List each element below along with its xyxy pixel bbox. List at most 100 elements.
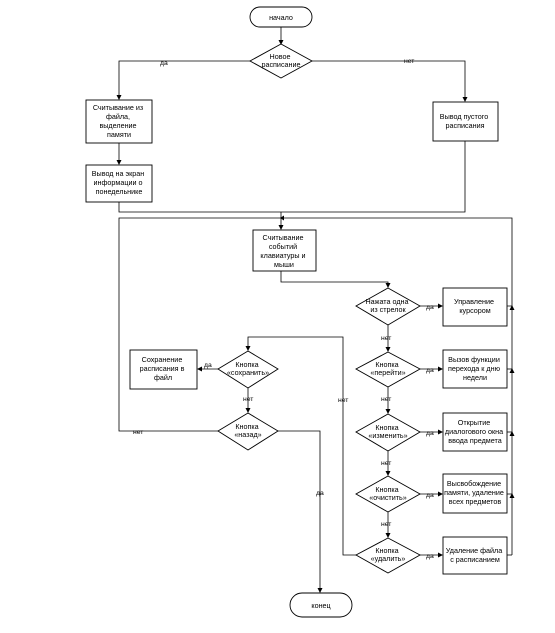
edge-events-to-arrow [280, 271, 389, 287]
decision-new-schedule: Новое расписание [249, 43, 313, 79]
arrowhead [509, 305, 515, 310]
decision-btn-delete: Кнопка «удалить» [355, 537, 421, 574]
svg-text:Кнопка «перейти»: Кнопка «перейти» [370, 360, 405, 377]
label-line: расписания в [140, 364, 185, 373]
arrowhead [385, 347, 391, 352]
process-edit-dialog: Открытие диалогового окна ввода предмета [442, 412, 508, 452]
arrowhead [197, 366, 202, 372]
label-line: памяти [107, 130, 131, 139]
svg-text:Кнопка «очистить»: Кнопка «очистить» [369, 485, 407, 502]
decision-arrow-pressed: Нажата одна из стрелок [355, 287, 421, 326]
arrowhead [509, 431, 515, 436]
process-cursor-control: Управление курсором [442, 287, 508, 327]
label-line: «сохранить» [227, 368, 269, 377]
arrowhead [245, 346, 251, 351]
arrowhead [116, 95, 122, 100]
label-line: диалогового окна [445, 427, 503, 436]
arrowhead [317, 588, 323, 593]
process-read-file: Считывание из файла, выделение памяти [85, 99, 153, 144]
svg-text:Кнопка «назад»: Кнопка «назад» [234, 422, 261, 439]
label-line: информации о [94, 178, 143, 187]
svg-text:Открытие диалогового окн: Открытие диалогового окна ввода предмета [445, 418, 505, 445]
svg-text:Управление курсором: Управление курсором [454, 297, 496, 315]
edge-loop-return [281, 217, 513, 307]
label-no: нет [133, 429, 143, 436]
label-line: Считывание из [93, 103, 144, 112]
process-free-memory: Высвобождение памяти, удаление всех пред… [442, 473, 508, 514]
label-line: Новое [270, 52, 291, 61]
svg-text:Сохранение расписания в: Сохранение расписания в файл [140, 355, 187, 382]
label-line: Высвобождение [447, 479, 501, 488]
edge-labels: да нет да нет да нет да нет да нет да не… [133, 58, 434, 560]
label-line: «назад» [234, 430, 261, 439]
label-line: понедельнике [96, 187, 143, 196]
label-line: клавиатуры и [260, 251, 305, 260]
label-line: Сохранение [142, 355, 183, 364]
svg-text:Кнопка «изменить»: Кнопка «изменить» [368, 423, 407, 440]
svg-text:Вызов функции перехода к: Вызов функции перехода к дню недели [448, 355, 502, 382]
label-line: Вывод на экран [92, 169, 144, 178]
process-delete-file: Удаление файла с расписанием [442, 536, 508, 575]
decision-btn-goto: Кнопка «перейти» [355, 351, 421, 388]
label-line: Кнопка [375, 423, 398, 432]
label-line: Кнопка [375, 485, 398, 494]
label-line: Кнопка [375, 546, 398, 555]
label-line: Управление [454, 297, 494, 306]
label-yes: да [316, 490, 324, 497]
process-empty-schedule: Вывод пустого расписания [432, 101, 499, 142]
node-end: конец [289, 592, 353, 618]
edge-back-no [118, 217, 281, 432]
arrowhead [278, 225, 284, 230]
label-line: «очистить» [369, 493, 407, 502]
edge-delete-no [247, 336, 356, 556]
label-line: Открытие [458, 418, 491, 427]
label-line: недели [463, 373, 487, 382]
edge-new-no [312, 60, 466, 101]
label-line: Считывание [262, 233, 303, 242]
node-start: начало [249, 6, 313, 28]
svg-text:Новое расписание: Новое расписание [261, 52, 300, 69]
arrowhead [438, 491, 443, 497]
label-line: всех предметов [449, 497, 502, 506]
label-no: нет [381, 460, 391, 467]
label-yes: да [426, 553, 434, 560]
label-yes: да [426, 492, 434, 499]
label-line: «удалить» [371, 554, 406, 563]
label-line: расписания [446, 121, 485, 130]
label-line: Удаление файла [446, 546, 502, 555]
arrowhead [385, 533, 391, 538]
arrowhead [462, 97, 468, 102]
label-line: выделение [99, 121, 136, 130]
label-line: ввода предмета [448, 436, 501, 445]
label-line: событий [269, 242, 297, 251]
label-line: Кнопка [235, 422, 258, 431]
label-no: нет [381, 335, 391, 342]
process-goto-day: Вызов функции перехода к дню недели [442, 349, 508, 389]
svg-text:Высвобождение памяти, уд: Высвобождение памяти, удаление всех пред… [444, 479, 506, 506]
node-start-label: начало [269, 13, 293, 22]
arrowheads [116, 40, 515, 593]
arrowhead [385, 283, 391, 288]
arrowhead [438, 429, 443, 435]
arrowhead [509, 493, 515, 498]
label-line: файл [154, 373, 172, 382]
label-line: с расписанием [450, 555, 500, 564]
svg-text:Удаление файла с расписа: Удаление файла с расписанием [446, 546, 504, 564]
decision-btn-clear: Кнопка «очистить» [355, 475, 421, 513]
arrowhead [438, 552, 443, 558]
decision-btn-back: Кнопка «назад» [217, 412, 279, 451]
svg-text:Кнопка «удалить»: Кнопка «удалить» [371, 546, 406, 563]
arrowhead [385, 409, 391, 414]
edge-monday-to-merge [118, 202, 281, 213]
label-line: Кнопка [375, 360, 398, 369]
arrowhead [245, 408, 251, 413]
label-line: «перейти» [370, 368, 405, 377]
svg-text:Считывание из файла,: Считывание из файла, выделение памяти [93, 103, 145, 139]
label-line: курсором [459, 306, 490, 315]
process-save-file: Сохранение расписания в файл [129, 349, 198, 390]
label-line: Нажата одна [365, 297, 408, 306]
svg-text:Вывод на экран информаци: Вывод на экран информации о понедельнике [92, 169, 146, 196]
label-yes: да [426, 430, 434, 437]
label-yes: да [426, 367, 434, 374]
label-line: Вывод пустого [440, 112, 488, 121]
